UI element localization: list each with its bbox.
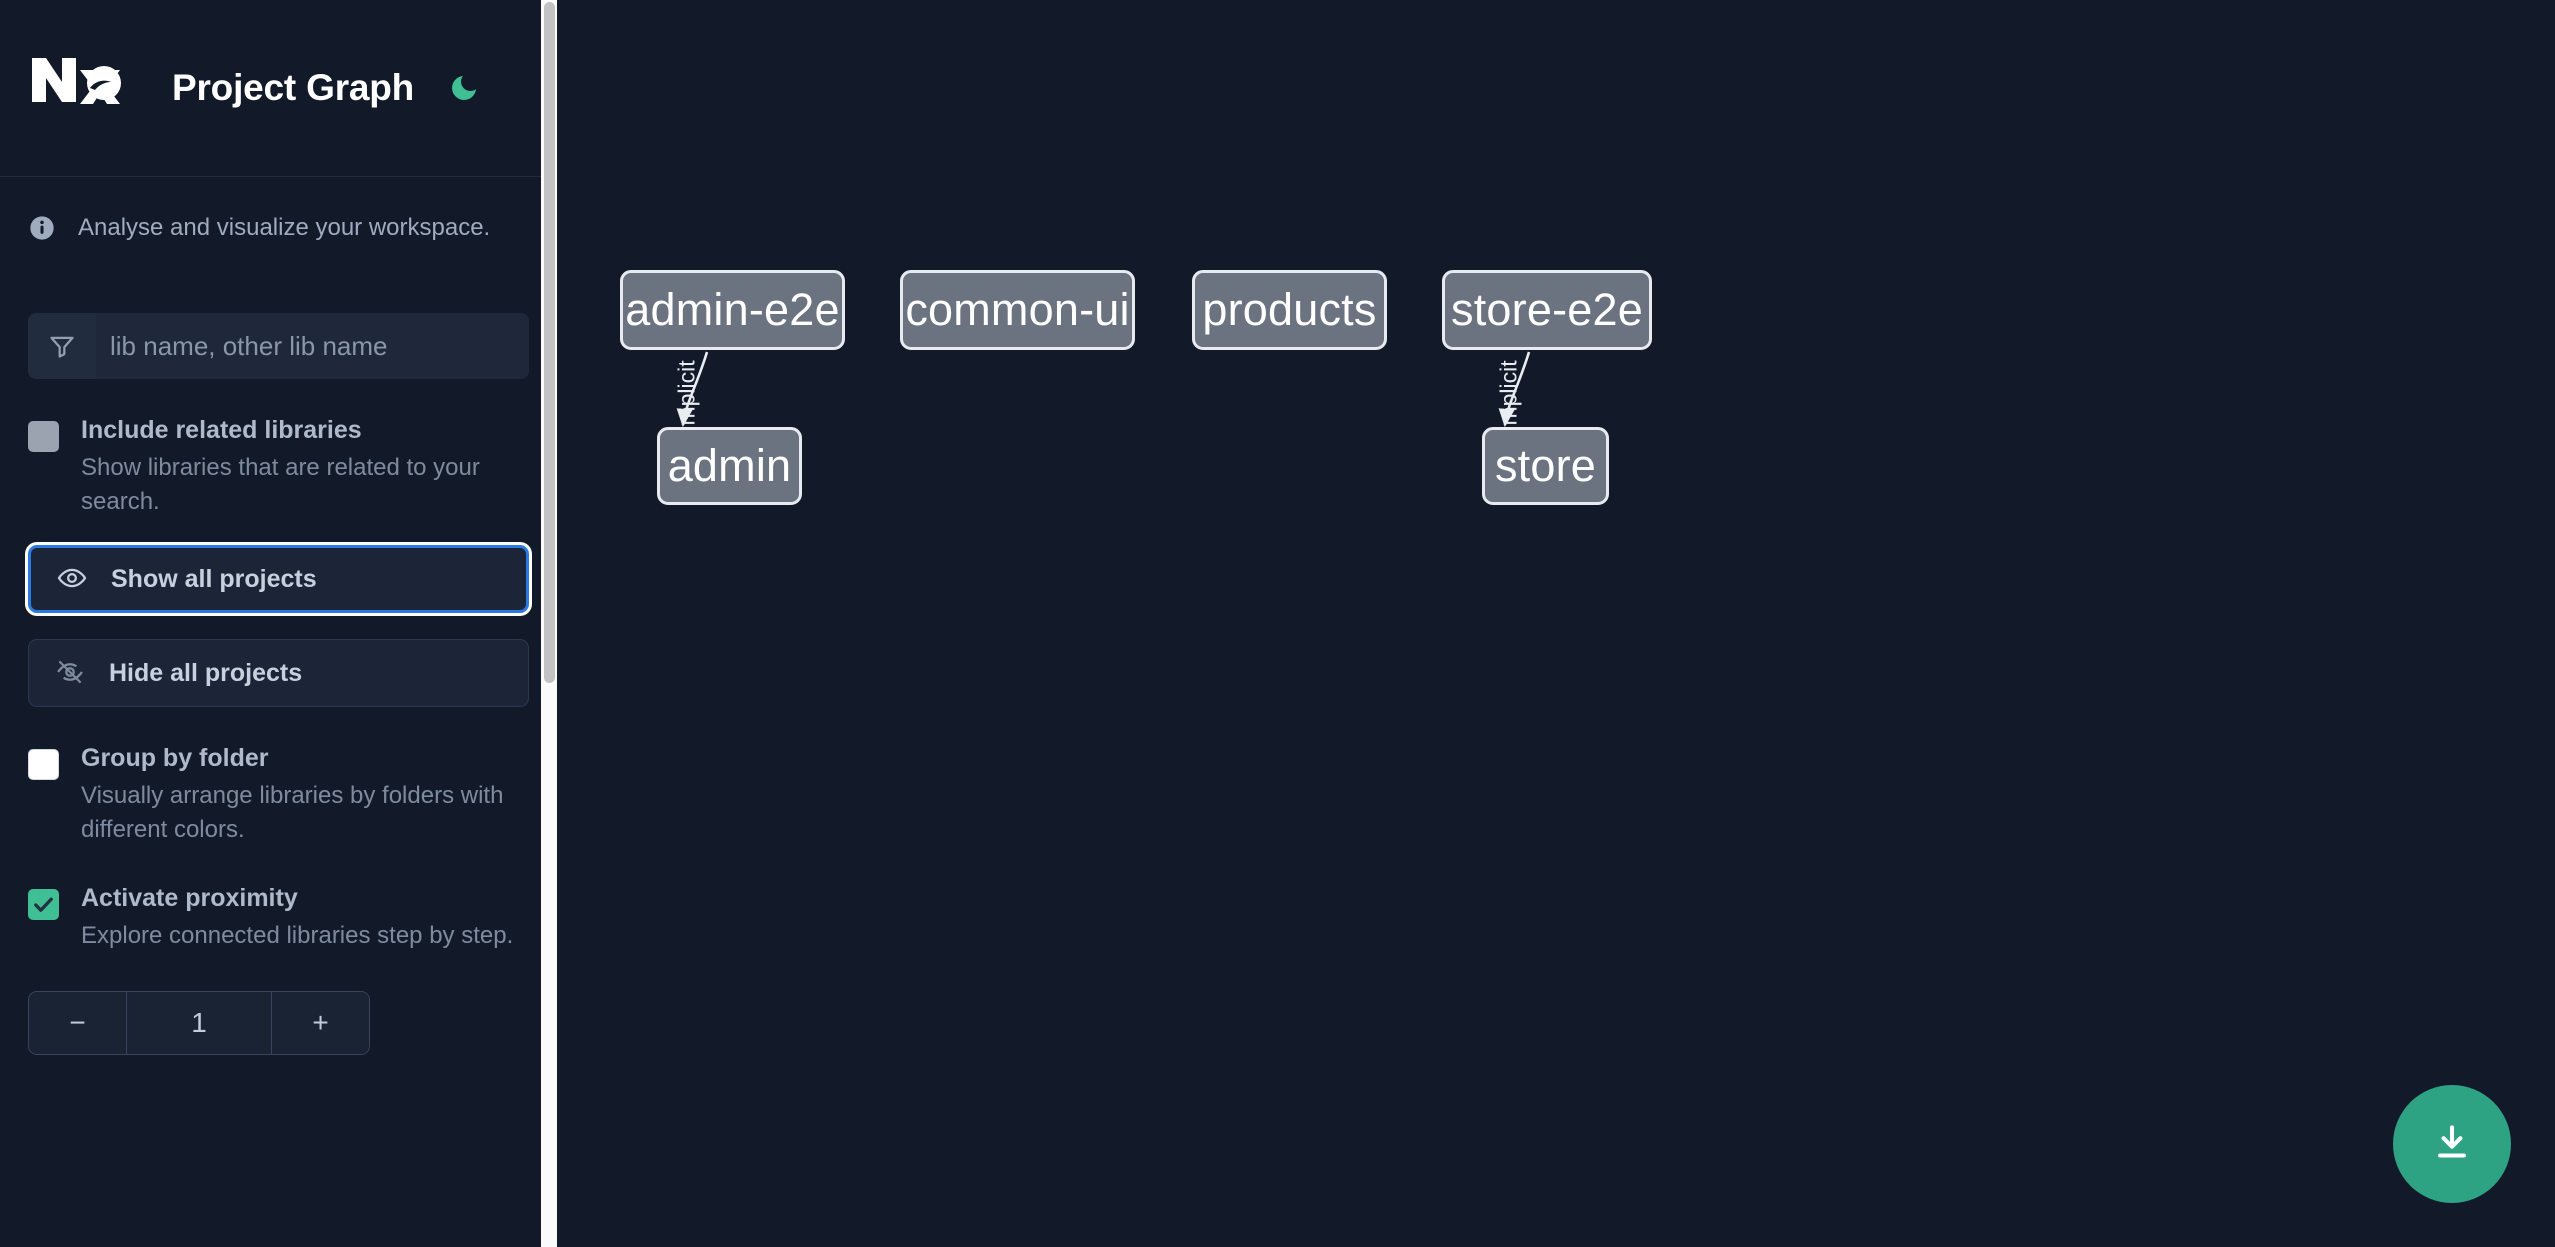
sidebar: Project Graph Analyse and visualize your…	[0, 0, 557, 1247]
eye-icon	[57, 563, 87, 596]
graph-node-store[interactable]: store	[1482, 427, 1609, 505]
hide-all-projects-label: Hide all projects	[109, 658, 303, 687]
group-by-folder-checkbox[interactable]	[28, 749, 59, 781]
info-icon	[28, 214, 56, 242]
option-texts: Group by folder Visually arrange librari…	[81, 743, 521, 847]
option-title: Group by folder	[81, 744, 269, 773]
brand-row: Project Graph	[0, 0, 557, 177]
show-all-projects-button[interactable]: Show all projects	[28, 545, 529, 614]
stepper-value: 1	[127, 992, 271, 1055]
moon-icon[interactable]	[442, 66, 486, 110]
sidebar-scrollbar[interactable]	[541, 0, 557, 1247]
graph-edges	[676, 351, 1531, 428]
include-related-libraries-checkbox[interactable]	[28, 421, 59, 452]
node-label: admin	[667, 440, 792, 491]
graph-node-products[interactable]: products	[1192, 270, 1387, 350]
edge-label-store-e2e-store: implicit	[1495, 360, 1522, 431]
proximity-stepper: − 1 +	[28, 991, 370, 1056]
edge-label-admin-e2e-admin: implicit	[673, 360, 700, 431]
stepper-increment-button[interactable]: +	[271, 992, 369, 1055]
node-label: store	[1494, 440, 1597, 491]
activate-proximity-checkbox[interactable]	[28, 889, 59, 921]
option-title: Activate proximity	[81, 884, 298, 913]
graph-canvas[interactable]: admin-e2e common-ui products store-e2e a…	[557, 0, 2555, 1247]
graph-node-store-e2e[interactable]: store-e2e	[1442, 270, 1652, 350]
option-description: Visually arrange libraries by folders wi…	[81, 782, 504, 844]
option-description: Explore connected libraries step by step…	[81, 922, 514, 950]
option-group-by-folder[interactable]: Group by folder Visually arrange librari…	[28, 743, 529, 847]
node-label: products	[1202, 284, 1377, 335]
option-texts: Include related libraries Show libraries…	[81, 415, 521, 519]
node-label: common-ui	[905, 284, 1130, 335]
hide-all-projects-button[interactable]: Hide all projects	[28, 639, 529, 708]
option-include-related-libraries[interactable]: Include related libraries Show libraries…	[28, 415, 529, 519]
download-graph-button[interactable]	[2393, 1085, 2511, 1203]
node-label: admin-e2e	[625, 284, 840, 335]
eye-off-icon	[55, 657, 85, 690]
show-all-projects-label: Show all projects	[111, 564, 317, 593]
option-texts: Activate proximity Explore connected lib…	[81, 883, 513, 953]
graph-node-common-ui[interactable]: common-ui	[900, 270, 1135, 350]
graph-node-admin[interactable]: admin	[657, 427, 802, 505]
filter-funnel-icon	[28, 313, 96, 379]
download-icon	[2430, 1121, 2474, 1168]
option-activate-proximity[interactable]: Activate proximity Explore connected lib…	[28, 883, 529, 953]
stepper-decrement-button[interactable]: −	[29, 992, 127, 1055]
sidebar-controls: Include related libraries Show libraries…	[0, 313, 557, 1056]
graph-node-admin-e2e[interactable]: admin-e2e	[620, 270, 845, 350]
sidebar-scroll-area: Project Graph Analyse and visualize your…	[0, 0, 557, 1247]
option-description: Show libraries that are related to your …	[81, 454, 480, 516]
option-title: Include related libraries	[81, 416, 362, 444]
nx-logo-icon	[28, 56, 128, 120]
info-text: Analyse and visualize your workspace.	[78, 214, 491, 241]
page-title: Project Graph	[172, 67, 415, 108]
sidebar-scrollbar-thumb[interactable]	[544, 2, 555, 683]
info-banner: Analyse and visualize your workspace.	[0, 177, 557, 279]
node-label: store-e2e	[1451, 284, 1643, 335]
search-input[interactable]	[96, 313, 529, 379]
search-box[interactable]	[28, 313, 529, 379]
